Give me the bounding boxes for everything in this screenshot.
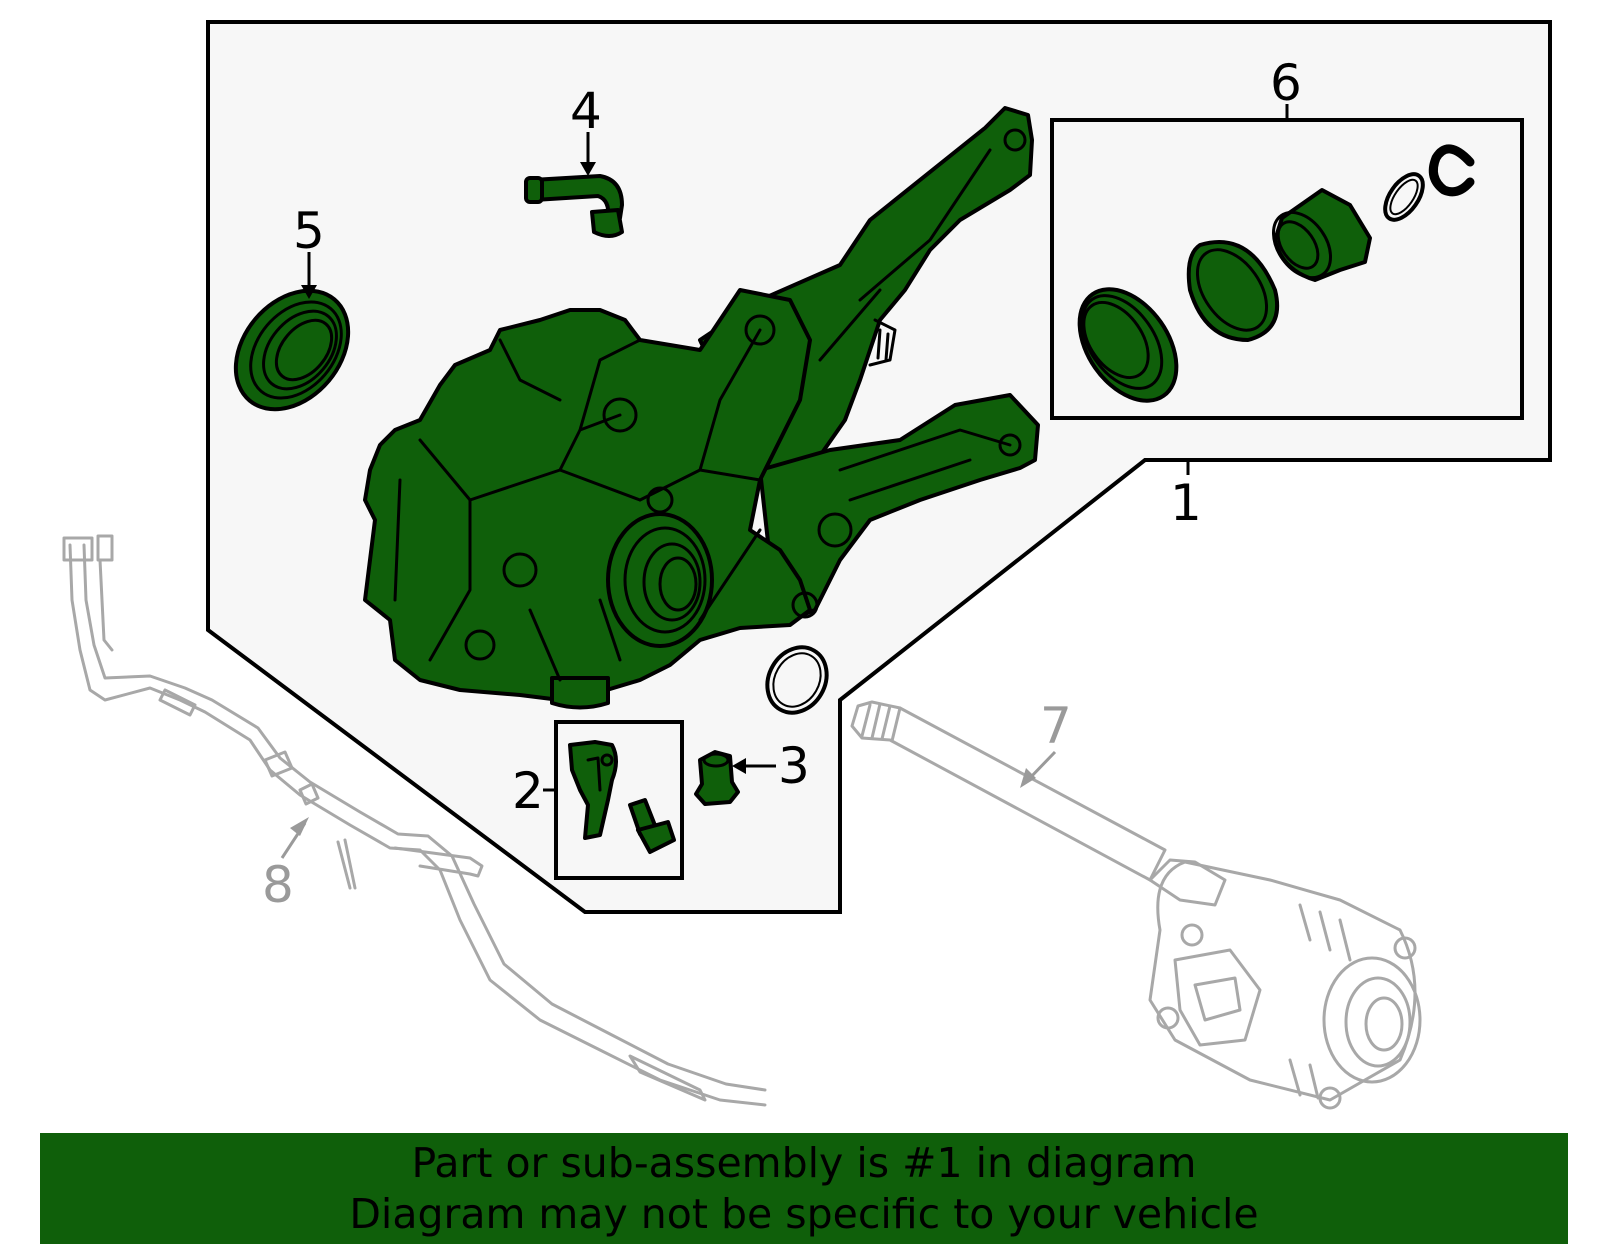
callout-8: 8 (262, 856, 294, 914)
callout-1: 1 (1170, 474, 1202, 532)
sensor-part (543, 740, 676, 854)
axle-shaft-part (850, 700, 1422, 1110)
callout-5: 5 (293, 202, 325, 260)
axle-seal-left-part (233, 252, 351, 412)
differential-housing-part (363, 106, 1040, 710)
callout-6: 6 (1270, 54, 1302, 112)
banner-line-1: Part or sub-assembly is #1 in diagram (411, 1138, 1197, 1187)
o-ring-part (765, 645, 829, 715)
nut-part (694, 750, 776, 806)
wiring-harness-part (62, 534, 767, 1107)
seal-kit-part (1077, 104, 1475, 403)
callout-2: 2 (512, 762, 544, 820)
vent-tube-part (524, 132, 624, 238)
callout-4: 4 (570, 82, 602, 140)
disclaimer-banner: Part or sub-assembly is #1 in diagram Di… (40, 1133, 1568, 1244)
callout-3: 3 (778, 737, 810, 795)
callout-7: 7 (1040, 697, 1072, 755)
banner-line-2: Diagram may not be specific to your vehi… (349, 1189, 1259, 1238)
